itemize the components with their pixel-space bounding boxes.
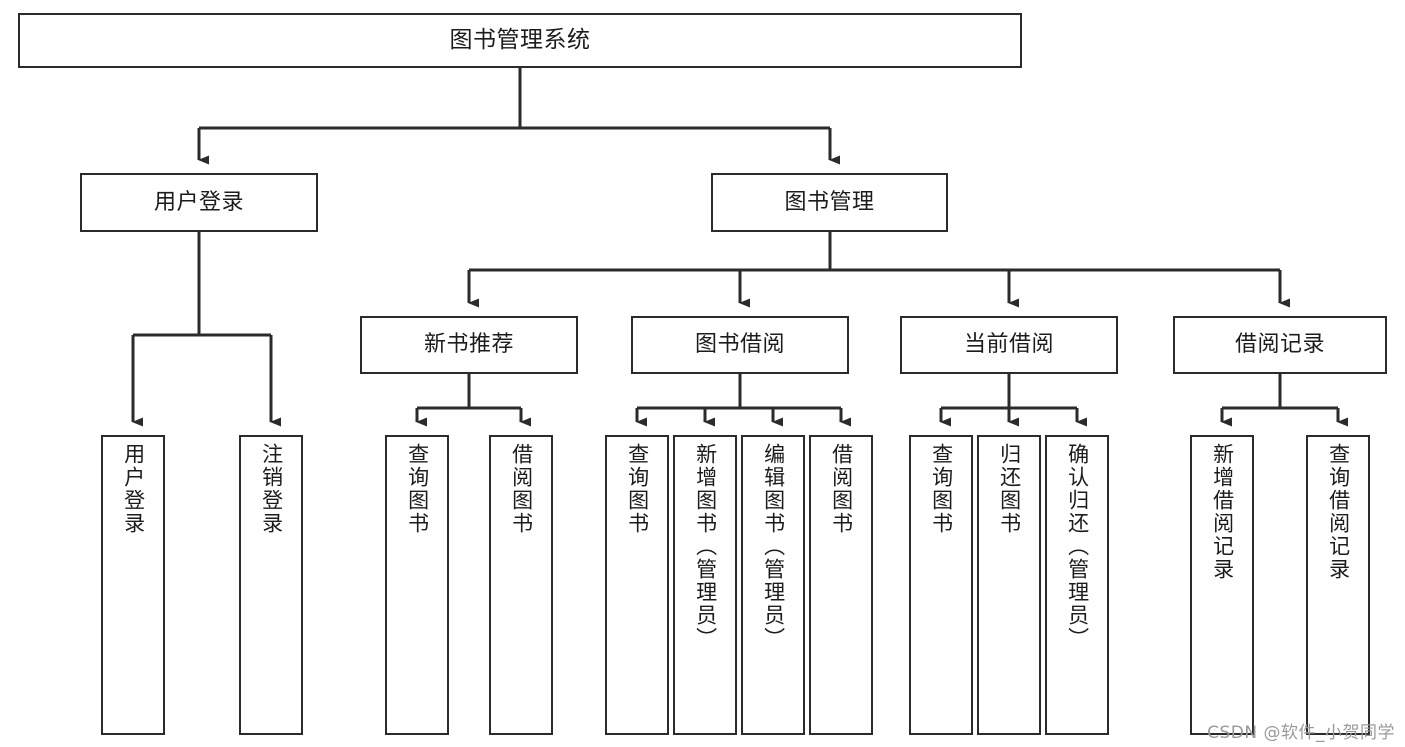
node-label: 新增图书（管理员） <box>693 443 718 650</box>
node-label: 查询图书 <box>405 443 430 535</box>
node-label: 借阅图书 <box>509 443 534 535</box>
node-leaf-user-login[interactable]: 用户登录 <box>101 435 165 735</box>
node-new-book-recommend[interactable]: 新书推荐 <box>360 316 578 374</box>
node-leaf-logout-login[interactable]: 注销登录 <box>239 435 303 735</box>
node-label: 图书借阅 <box>694 332 785 358</box>
node-leaf-query-book-current[interactable]: 查询图书 <box>909 435 973 735</box>
node-label: 用户登录 <box>121 443 146 535</box>
node-leaf-borrow-book-recommend[interactable]: 借阅图书 <box>489 435 553 735</box>
node-label: 新增借阅记录 <box>1210 443 1235 581</box>
node-label: 借阅图书 <box>829 443 854 535</box>
node-label: 归还图书 <box>997 443 1022 535</box>
node-leaf-add-book-admin[interactable]: 新增图书（管理员） <box>673 435 737 735</box>
node-label: 图书管理系统 <box>449 26 591 53</box>
node-leaf-edit-book-admin[interactable]: 编辑图书（管理员） <box>741 435 805 735</box>
node-label: 图书管理 <box>784 189 875 215</box>
node-current-borrow[interactable]: 当前借阅 <box>900 316 1118 374</box>
node-book-borrow[interactable]: 图书借阅 <box>631 316 849 374</box>
node-leaf-confirm-return-admin[interactable]: 确认归还（管理员） <box>1045 435 1109 735</box>
node-label: 借阅记录 <box>1234 332 1325 358</box>
node-label: 查询图书 <box>929 443 954 535</box>
node-label: 编辑图书（管理员） <box>761 443 786 650</box>
node-borrow-record[interactable]: 借阅记录 <box>1173 316 1387 374</box>
node-label: 查询借阅记录 <box>1326 443 1351 581</box>
node-label: 当前借阅 <box>963 332 1054 358</box>
node-leaf-query-book-borrow[interactable]: 查询图书 <box>605 435 669 735</box>
node-root-library-management-system[interactable]: 图书管理系统 <box>18 13 1022 68</box>
csdn-watermark: CSDN @软件_小贺同学 <box>1207 723 1395 743</box>
node-label: 查询图书 <box>625 443 650 535</box>
node-leaf-query-book-recommend[interactable]: 查询图书 <box>385 435 449 735</box>
node-leaf-query-borrow-record[interactable]: 查询借阅记录 <box>1306 435 1370 735</box>
node-label: 确认归还（管理员） <box>1065 443 1090 650</box>
node-book-management[interactable]: 图书管理 <box>711 173 948 232</box>
node-user-login[interactable]: 用户登录 <box>80 173 318 232</box>
node-leaf-add-borrow-record[interactable]: 新增借阅记录 <box>1190 435 1254 735</box>
node-label: 新书推荐 <box>423 332 514 358</box>
node-leaf-return-book[interactable]: 归还图书 <box>977 435 1041 735</box>
node-leaf-borrow-book[interactable]: 借阅图书 <box>809 435 873 735</box>
node-label: 用户登录 <box>153 189 244 215</box>
node-label: 注销登录 <box>259 443 284 535</box>
